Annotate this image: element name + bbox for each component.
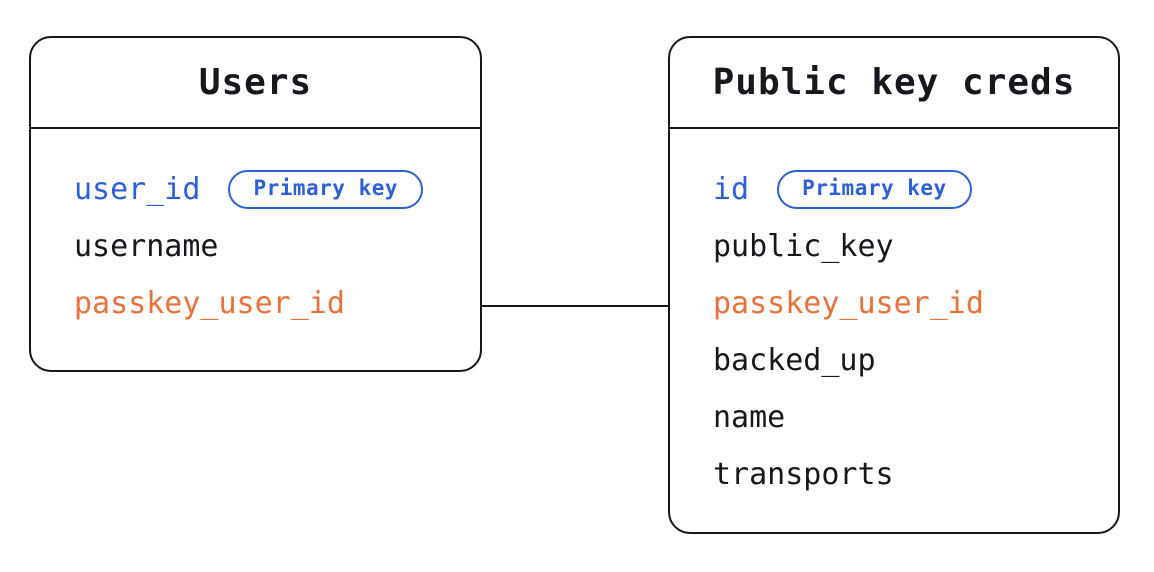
table-users: Users user_id Primary key username passkey_… <box>29 36 482 372</box>
field-name: passkey_user_id <box>713 286 984 321</box>
field-row: public_key <box>713 218 1118 275</box>
field-row: passkey_user_id <box>713 275 1118 332</box>
field-name: backed_up <box>713 343 876 378</box>
primary-key-badge: Primary key <box>777 169 972 210</box>
field-name: public_key <box>713 229 894 264</box>
field-name: user_id <box>74 172 201 207</box>
field-name: id <box>713 172 750 207</box>
table-title: Users <box>31 38 480 129</box>
field-name: transports <box>713 457 894 492</box>
primary-key-badge: Primary key <box>228 169 424 210</box>
field-row: id Primary key <box>713 161 1118 218</box>
field-row: backed_up <box>713 332 1118 389</box>
field-name: passkey_user_id <box>74 286 345 321</box>
field-name: username <box>74 229 219 264</box>
table-title: Public key creds <box>670 38 1118 129</box>
relationship-line <box>482 305 668 307</box>
field-row: user_id Primary key <box>74 161 480 218</box>
field-row: username <box>74 218 480 275</box>
field-row: transports <box>713 446 1118 503</box>
table-fields: user_id Primary key username passkey_user_i… <box>31 129 480 332</box>
field-row: passkey_user_id <box>74 275 480 332</box>
table-public-key-creds: Public key creds id Primary key public_key… <box>668 36 1120 534</box>
field-name: name <box>713 400 786 435</box>
field-row: name <box>713 389 1118 446</box>
